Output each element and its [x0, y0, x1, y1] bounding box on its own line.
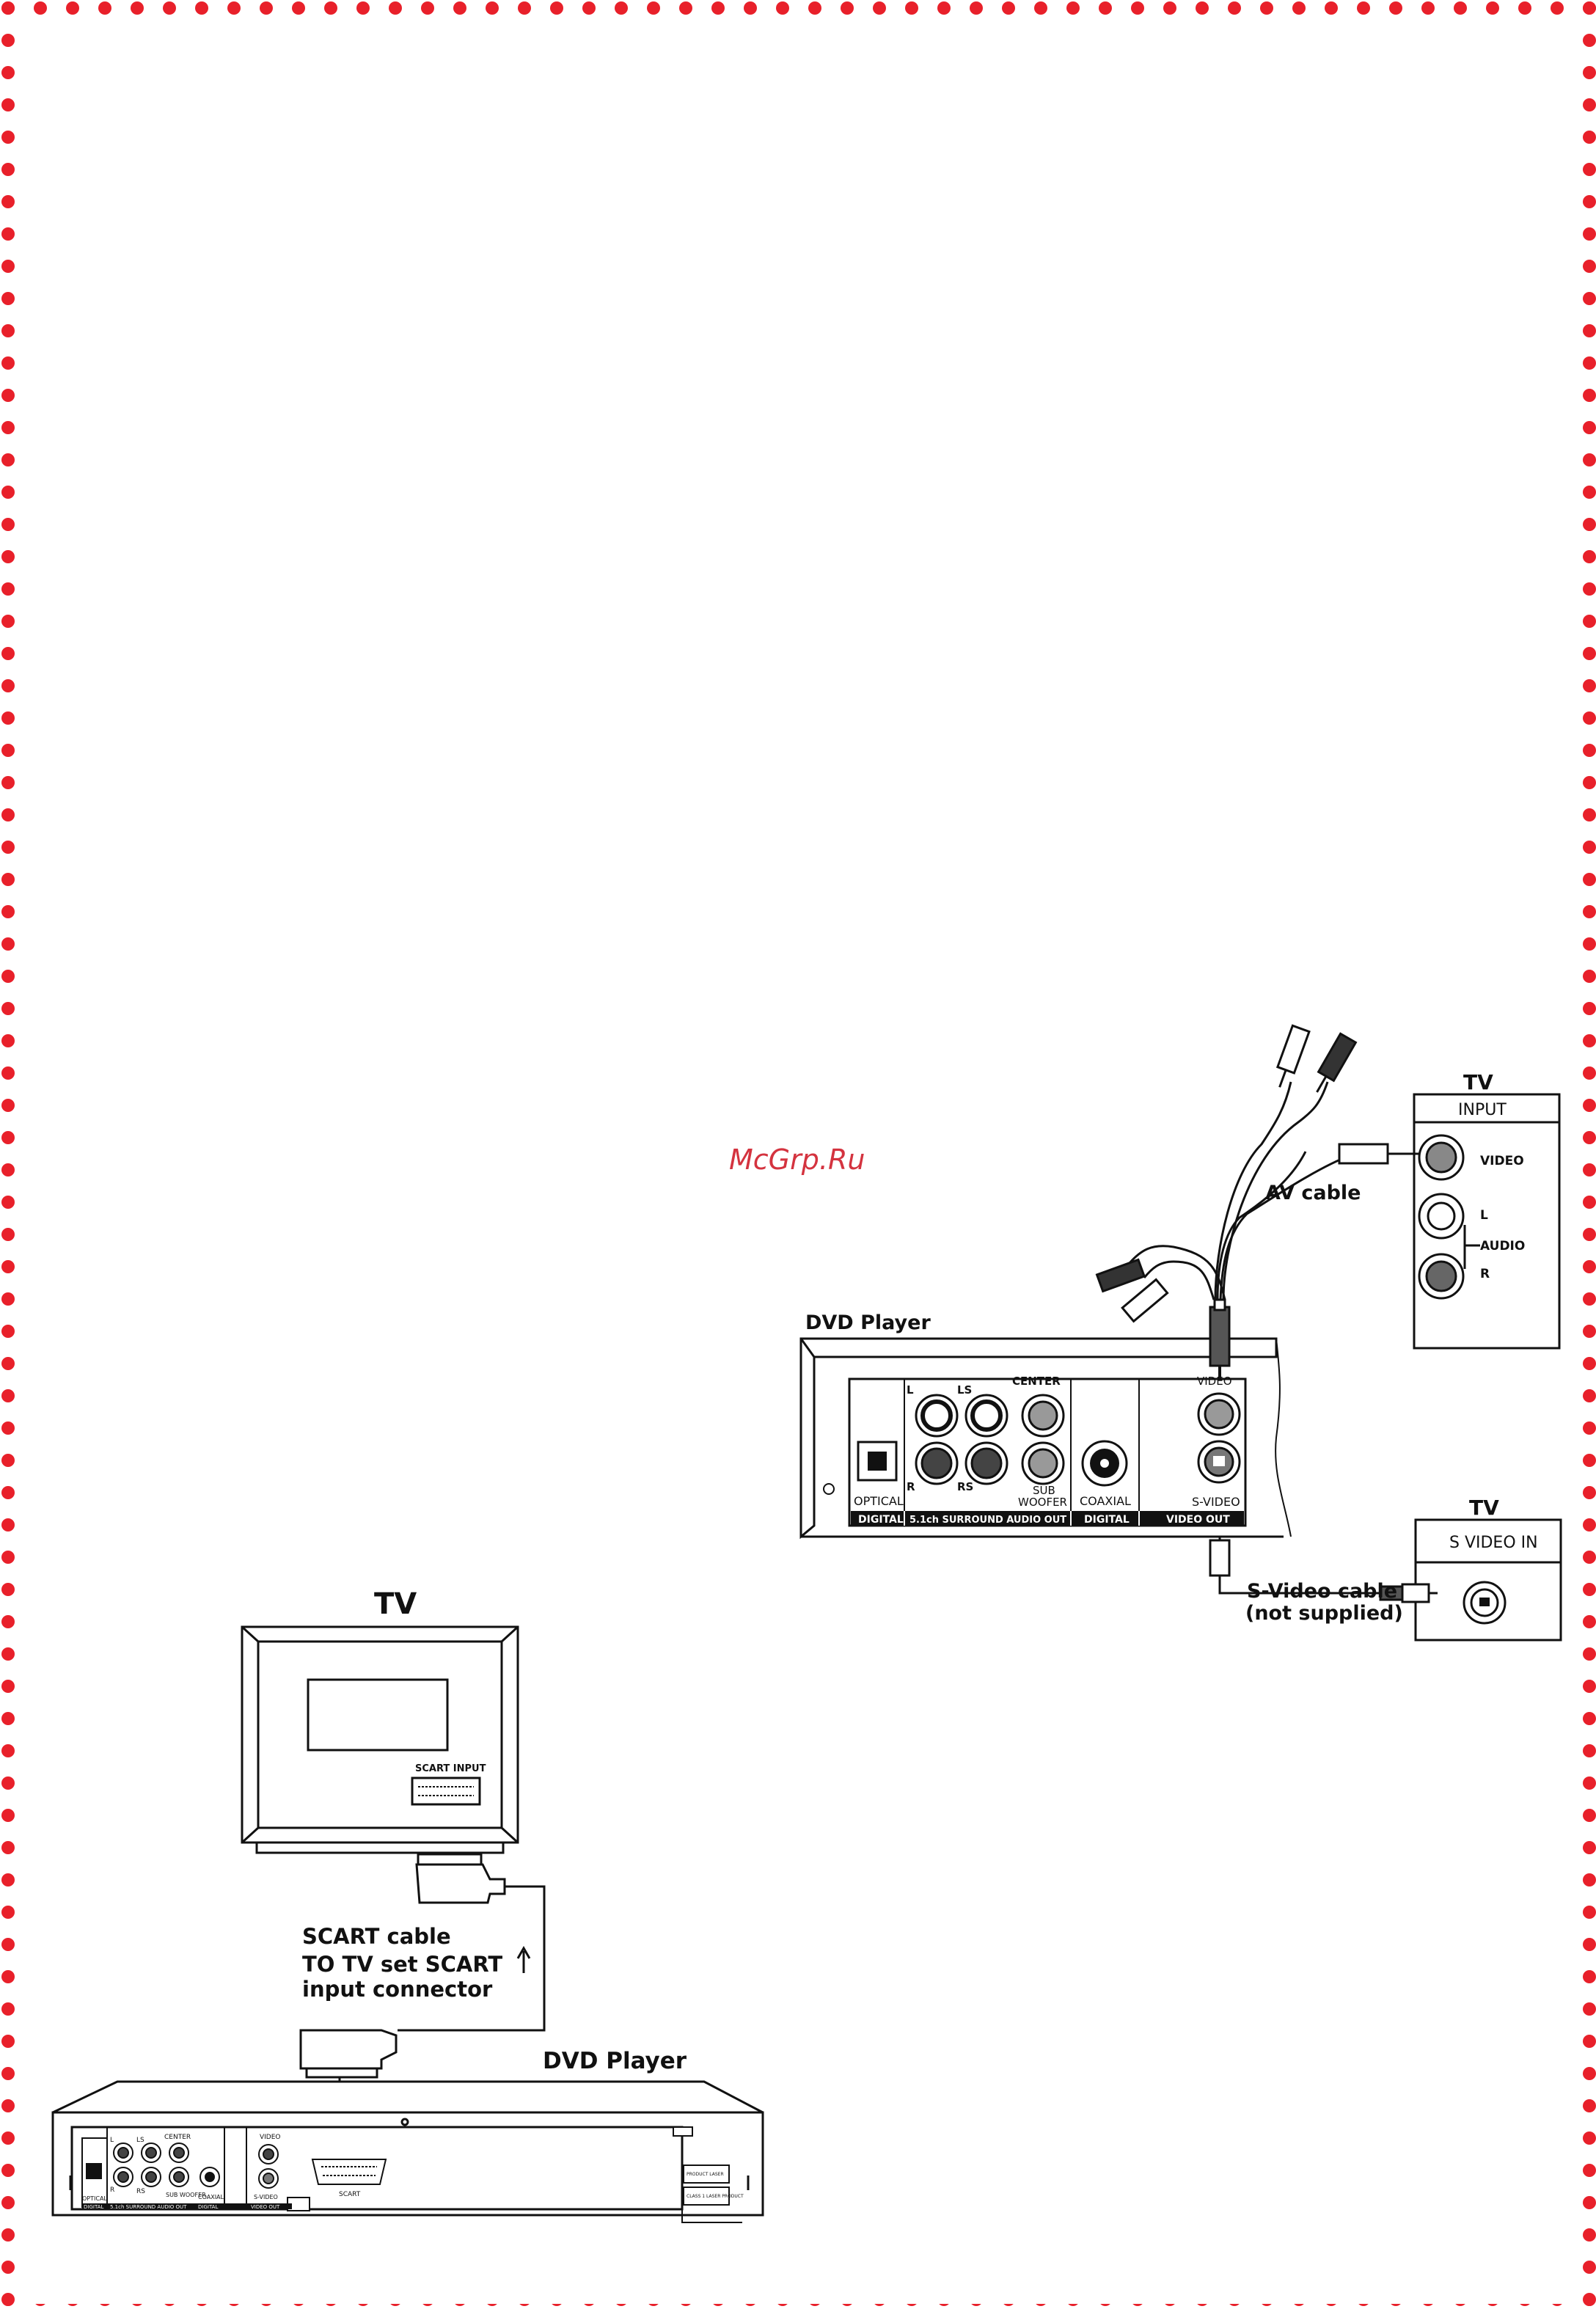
- tv-l-label: L: [1480, 1208, 1488, 1223]
- svideo-cable: [1209, 1537, 1438, 1603]
- scart-jack-center: CENTER: [164, 2134, 191, 2141]
- tv-r-label: R: [1480, 1267, 1490, 1281]
- scart-jack-l: L: [110, 2137, 114, 2144]
- coaxial-label: COAXIAL: [1080, 1494, 1131, 1508]
- jack-label-ls: LS: [957, 1383, 972, 1397]
- scart-svideo-label: S-VIDEO: [254, 2194, 278, 2200]
- scart-jack-r: R: [110, 2187, 114, 2194]
- scart-jack-rs: RS: [136, 2188, 145, 2195]
- scart-input-pins: [418, 1786, 474, 1796]
- scart-video-label: VIDEO: [260, 2134, 281, 2141]
- scart-dvd-player: [51, 2080, 764, 2217]
- scart-cable-label-3: input connector: [302, 1977, 493, 2002]
- scart-video-out-label: VIDEO OUT: [251, 2204, 280, 2210]
- svideo-cable-label-1: S-Video cable: [1247, 1580, 1397, 1603]
- video-jack-label: VIDEO: [1197, 1375, 1232, 1388]
- scart-cable-label-1: SCART cable: [302, 1924, 451, 1949]
- scart-tv-label: TV: [374, 1587, 417, 1621]
- av-cable-label: AV cable: [1265, 1182, 1361, 1204]
- panel-label-strip: [851, 1511, 1244, 1526]
- tv-input-title: TV: [1463, 1070, 1493, 1094]
- tv-svideo-header: S VIDEO IN: [1449, 1534, 1538, 1552]
- av-cable: [1128, 1081, 1352, 1300]
- jack-label-l: L: [907, 1383, 914, 1397]
- jack-label-rs: RS: [957, 1480, 973, 1493]
- scart-input-label: SCART INPUT: [415, 1763, 486, 1774]
- tv-svideo-title: TV: [1469, 1496, 1499, 1520]
- jack-label-center: CENTER: [1012, 1375, 1061, 1388]
- surround-label: 5.1ch SURROUND AUDIO OUT: [909, 1515, 1066, 1526]
- tv-svideo-panel: TV S VIDEO IN: [1414, 1496, 1562, 1642]
- scart-coaxial-label: COAXIAL: [198, 2194, 224, 2200]
- scart-tv: [241, 1625, 519, 1854]
- watermark: McGrp.Ru: [729, 1143, 865, 1176]
- tv-video-label: VIDEO: [1480, 1154, 1524, 1168]
- scart-digital-label-1: DIGITAL: [84, 2204, 103, 2210]
- scart-dvd-ports: [69, 2126, 750, 2223]
- tv-input-header: INPUT: [1458, 1101, 1507, 1119]
- scart-jack-sub-woofer: SUB WOOFER: [166, 2192, 206, 2198]
- scart-jack-ls: LS: [136, 2137, 144, 2144]
- rca-plugs: [1095, 1024, 1402, 1379]
- digital-label-1: DIGITAL: [858, 1514, 904, 1526]
- dvd-player-label: DVD Player: [805, 1311, 931, 1334]
- scart-connection-diagram: TV SCART INPUT SCART cab: [51, 1587, 764, 2223]
- scart-cable: [299, 1853, 546, 2168]
- tv-audio-label: AUDIO: [1480, 1239, 1525, 1254]
- av-connection-diagram: DVD Player OPTICAL DIGITAL: [799, 1024, 1562, 1642]
- scart-laser-label-1: PRODUCT LASER: [687, 2172, 724, 2177]
- tv-input-panel: TV INPUT VIDEO L R AUDIO: [1402, 1070, 1561, 1350]
- scart-dvd-player-label: DVD Player: [543, 2048, 687, 2074]
- svideo-cable-label-2: (not supplied): [1245, 1602, 1403, 1625]
- jack-label-r: R: [907, 1480, 915, 1493]
- video-out-label: VIDEO OUT: [1166, 1514, 1230, 1526]
- scart-optical-label: OPTICAL: [82, 2195, 107, 2202]
- scart-cable-label-2: TO TV set SCART: [302, 1952, 502, 1977]
- jack-label-sub: SUB: [1033, 1484, 1055, 1497]
- jack-label-woofer: WOOFER: [1018, 1496, 1067, 1509]
- surround-jacks: [915, 1394, 1065, 1485]
- optical-label: OPTICAL: [854, 1494, 904, 1508]
- scart-laser-label-2: CLASS 1 LASER PRODUCT: [687, 2194, 744, 2199]
- svideo-jack-label: S-VIDEO: [1192, 1495, 1240, 1509]
- digital-label-2: DIGITAL: [1084, 1514, 1130, 1526]
- scart-surround-label: 5.1ch SURROUND AUDIO OUT: [110, 2204, 187, 2210]
- scart-digital-label-2: DIGITAL: [198, 2204, 218, 2210]
- scart-port-label: SCART: [339, 2191, 361, 2198]
- optical-port: [857, 1441, 898, 1482]
